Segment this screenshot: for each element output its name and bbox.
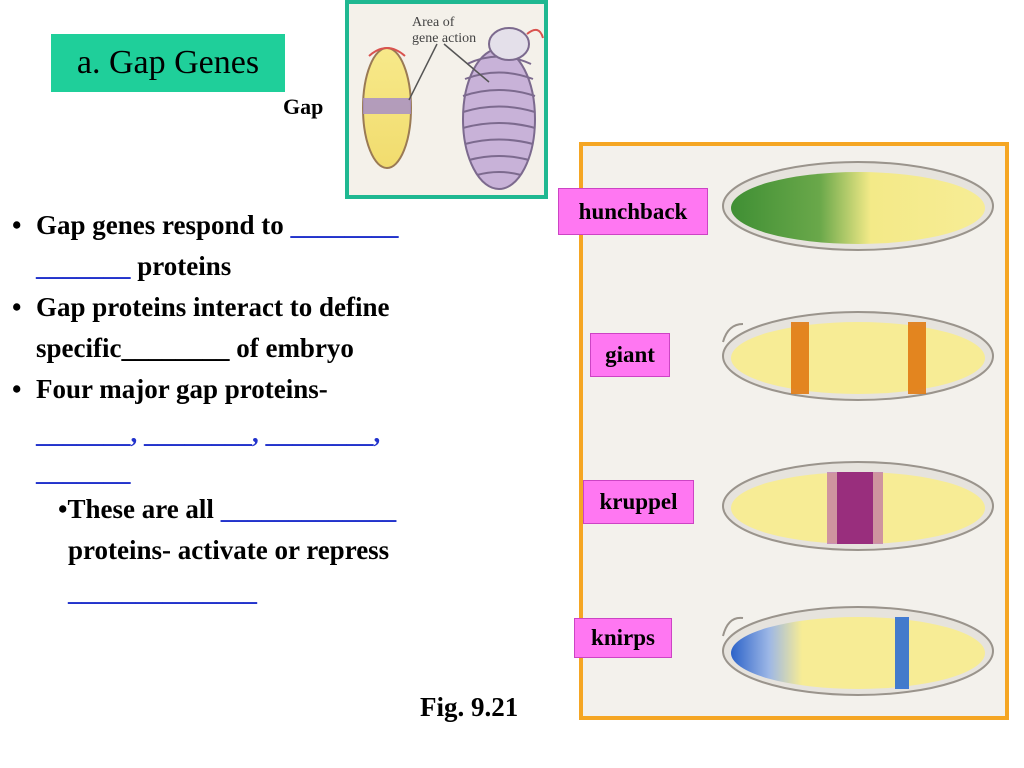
segmented-larva xyxy=(462,27,544,190)
bullet-text: Gap genes respond to xyxy=(36,210,291,240)
gene-action-illustration: Area of gene action xyxy=(362,15,544,190)
gap-protein-blanks-line1: _______, ________, ________, xyxy=(36,418,381,448)
gap-protein-blanks-line2: _______ xyxy=(36,456,131,486)
fill-in-blank: _______ xyxy=(36,251,131,281)
bullet-text: Gap proteins interact to define xyxy=(36,292,390,322)
bullet-text: specific________ of embryo xyxy=(36,333,354,363)
gap-gene-expression-panel xyxy=(579,142,1009,720)
sub-bullet-line2: proteins- activate or repress xyxy=(68,535,390,565)
fill-in-blank: ______________ xyxy=(68,576,257,606)
gene-tag-hunchback: hunchback xyxy=(558,188,708,235)
figure-label: Fig. 9.21 xyxy=(420,692,519,722)
bullet-continuation: _______ proteins xyxy=(12,246,552,287)
sub-bullet-text: •These are all xyxy=(58,494,221,524)
sub-bullet: •These are all _____________ proteins- a… xyxy=(58,489,558,612)
embryo-hunchback xyxy=(722,161,994,251)
annotation-area-of: Area of xyxy=(412,15,455,30)
bullet-text: Four major gap proteins- xyxy=(36,374,328,404)
annotation-gene-action: gene action xyxy=(412,31,476,46)
gene-tag-knirps: knirps xyxy=(574,618,672,658)
bullet-item: • Four major gap proteins- xyxy=(12,369,552,410)
gene-action-figure: Area of gene action xyxy=(345,0,548,199)
bullet-continuation: specific________ of embryo xyxy=(12,328,552,369)
embryo-knirps xyxy=(722,606,994,696)
embryo-expression-illustration xyxy=(722,161,994,696)
gap-label: Gap xyxy=(283,94,324,119)
bullet-list: • Gap genes respond to ________ _______ … xyxy=(12,205,552,410)
gene-tag-kruppel: kruppel xyxy=(583,480,694,524)
embryo-kruppel xyxy=(722,461,994,551)
bullet-item: • Gap genes respond to ________ xyxy=(12,210,399,240)
gene-tag-giant: giant xyxy=(590,333,670,377)
early-embryo-band xyxy=(363,98,411,114)
fill-in-blank: ________ xyxy=(290,210,399,240)
slide-title: a. Gap Genes xyxy=(51,34,285,92)
bullet-text: proteins xyxy=(130,251,232,281)
embryo-giant xyxy=(722,311,994,401)
fill-in-blank: _____________ xyxy=(220,494,397,524)
bullet-item: • Gap proteins interact to define xyxy=(12,287,552,328)
